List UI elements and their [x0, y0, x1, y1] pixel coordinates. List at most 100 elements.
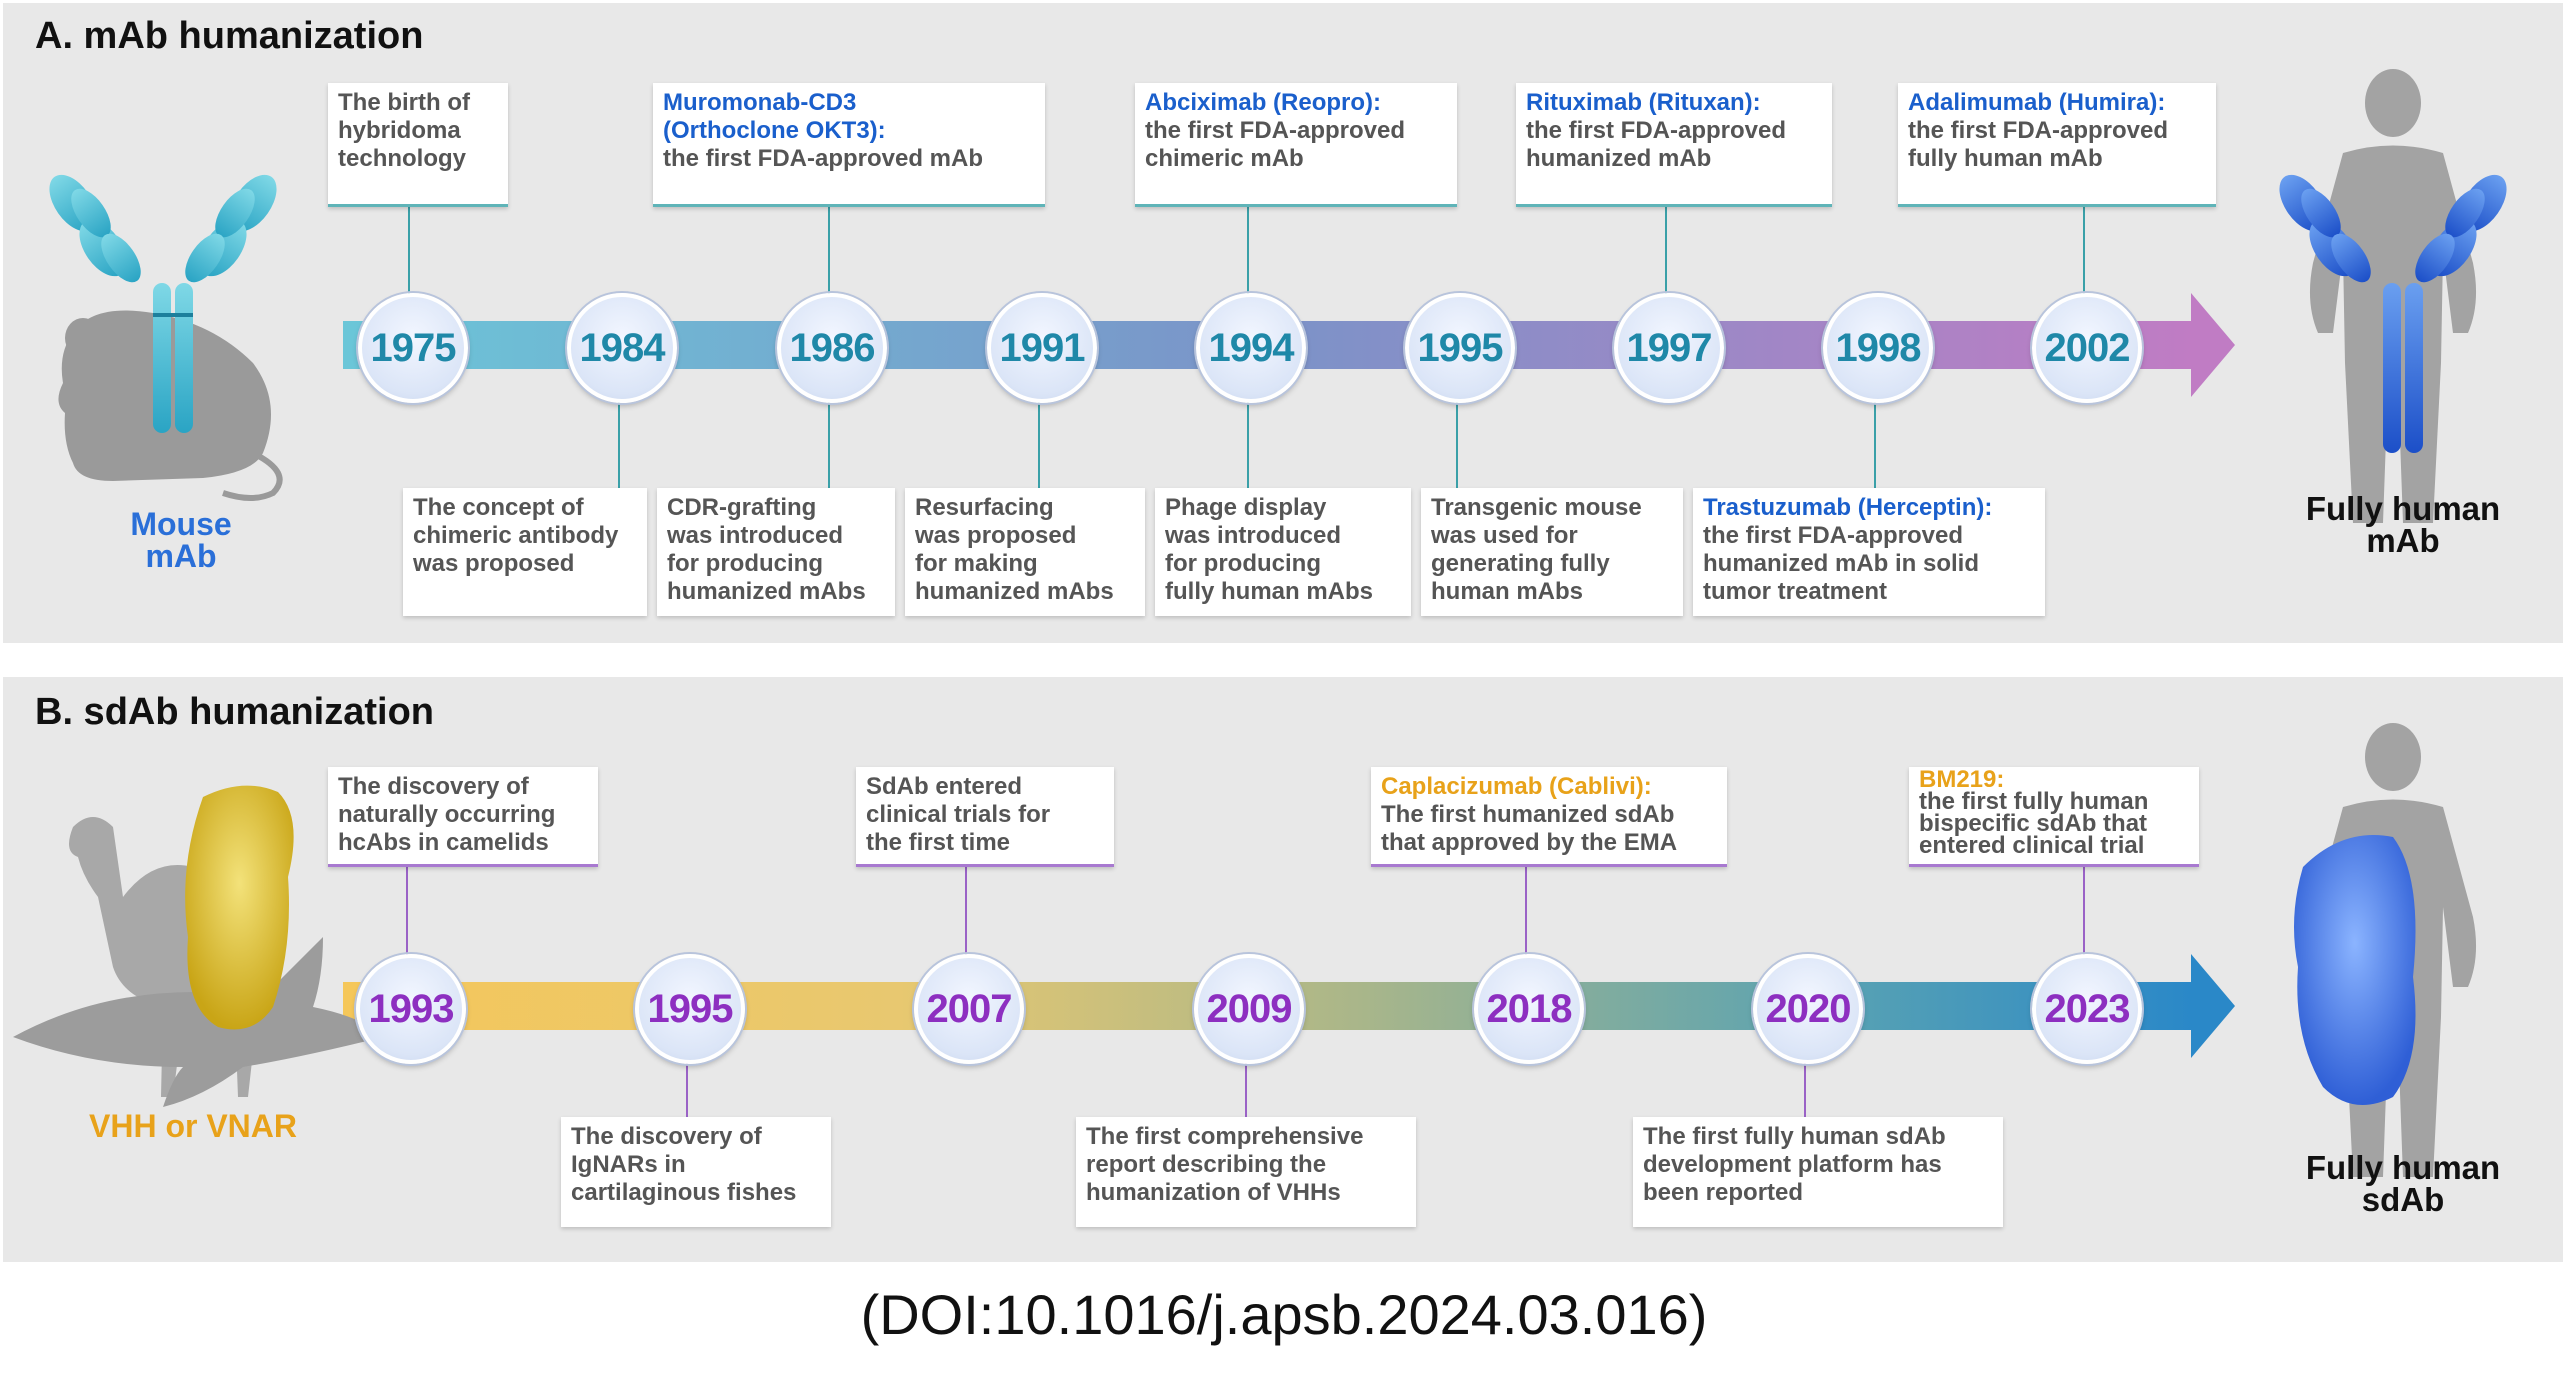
- event-line: clinical trials for: [866, 801, 1051, 828]
- year-node: 1995: [635, 954, 745, 1064]
- year-node: 1998: [1823, 293, 1933, 403]
- event-box: Muromonab-CD3 (Orthoclone OKT3): the fir…: [653, 83, 1045, 207]
- connector: [1665, 206, 1667, 306]
- event-box: Transgenic mouse was used for generating…: [1421, 488, 1683, 616]
- event-box: The discovery of IgNARs in cartilaginous…: [561, 1117, 831, 1227]
- year-node: 1984: [567, 293, 677, 403]
- event-box: Abciximab (Reopro): the first FDA-approv…: [1135, 83, 1457, 207]
- event-line: IgNARs in: [571, 1151, 686, 1178]
- panel-b-title: B. sdAb humanization: [35, 691, 434, 733]
- connector: [1525, 866, 1527, 966]
- event-line: The first comprehensive: [1086, 1123, 1364, 1150]
- year-node: 1975: [358, 293, 468, 403]
- event-line: BM219:: [1919, 766, 2005, 793]
- event-line: The first fully human sdAb: [1643, 1123, 1946, 1150]
- panel-a-right-label: Fully human mAb: [2293, 492, 2513, 559]
- event-box: The first comprehensive report describin…: [1076, 1117, 1416, 1227]
- event-box: The discovery of naturally occurring hcA…: [328, 767, 598, 867]
- event-line: for making: [915, 550, 1038, 577]
- event-line: cartilaginous fishes: [571, 1179, 797, 1206]
- event-line: the first FDA-approved: [1526, 117, 1787, 144]
- panel-a-timeline-arrowhead: [2191, 293, 2235, 397]
- left-label-line: VHH or VNAR: [88, 1108, 297, 1144]
- event-line: Caplacizumab (Cablivi):: [1381, 773, 1652, 800]
- year-node: 1993: [356, 954, 466, 1064]
- event-line: was introduced: [1165, 522, 1342, 549]
- event-box: Caplacizumab (Cablivi): The first humani…: [1371, 767, 1727, 867]
- event-line: generating fully: [1431, 550, 1610, 577]
- connector: [1247, 206, 1249, 306]
- event-line: technology: [338, 145, 467, 172]
- event-box: Resurfacing was proposed for making huma…: [905, 488, 1145, 616]
- event-line: Trastuzumab (Herceptin):: [1703, 494, 1993, 521]
- connector: [1038, 393, 1040, 488]
- event-line: hcAbs in camelids: [338, 829, 549, 856]
- event-box: Rituximab (Rituxan): the first FDA-appro…: [1516, 83, 1832, 207]
- right-label-line: Fully human: [2305, 1149, 2501, 1186]
- event-line: was proposed: [915, 522, 1077, 549]
- event-line: Rituximab (Rituxan):: [1526, 89, 1761, 116]
- antibody-icon: [49, 174, 277, 433]
- panel-sdab-humanization: B. sdAb humanization: [3, 677, 2563, 1262]
- event-line: hybridoma: [338, 117, 461, 144]
- event-line: The discovery of: [571, 1123, 762, 1150]
- year-node: 2002: [2032, 293, 2142, 403]
- year-node: 1994: [1196, 293, 1306, 403]
- event-line: that approved by the EMA: [1381, 829, 1678, 856]
- connector: [408, 206, 410, 306]
- event-line: humanized mAbs: [667, 578, 866, 605]
- event-box: The first fully human sdAb development p…: [1633, 1117, 2003, 1227]
- event-line: the first FDA-approved mAb: [663, 145, 984, 172]
- connector: [2083, 206, 2085, 306]
- event-line: humanized mAb: [1526, 145, 1712, 172]
- right-label-line: sdAb: [2361, 1181, 2445, 1218]
- event-line: the first time: [866, 829, 1011, 856]
- event-box: CDR-grafting was introduced for producin…: [657, 488, 895, 616]
- year-node: 2018: [1474, 954, 1584, 1064]
- event-line: the first FDA-approved: [1703, 522, 1964, 549]
- connector: [406, 866, 408, 966]
- year-node: 1991: [987, 293, 1097, 403]
- event-line: Resurfacing: [915, 494, 1054, 521]
- event-line: The birth of: [338, 89, 470, 116]
- connector: [1456, 393, 1458, 488]
- event-box: Adalimumab (Humira): the first FDA-appro…: [1898, 83, 2216, 207]
- event-line: Abciximab (Reopro):: [1145, 89, 1382, 116]
- year-node: 2007: [914, 954, 1024, 1064]
- event-line: The discovery of: [338, 773, 529, 800]
- connector: [618, 393, 620, 488]
- event-box: SdAb entered clinical trials for the fir…: [856, 767, 1114, 867]
- event-box: The birth of hybridoma technology: [328, 83, 508, 207]
- year-node: 1986: [777, 293, 887, 403]
- doi-caption: (DOI:10.1016/j.apsb.2024.03.016): [860, 1283, 1708, 1346]
- year-node: 2023: [2032, 954, 2142, 1064]
- year-node: 2020: [1753, 954, 1863, 1064]
- connector: [828, 393, 830, 488]
- connector: [2083, 866, 2085, 966]
- connector: [1245, 1052, 1247, 1117]
- panel-b-right-label: Fully human sdAb: [2293, 1149, 2513, 1218]
- event-line: bispecific sdAb that: [1919, 810, 2148, 837]
- event-line: SdAb entered: [866, 773, 1023, 800]
- event-line: The first humanized sdAb: [1381, 801, 1675, 828]
- event-line: Adalimumab (Humira):: [1908, 89, 2166, 116]
- sdab-blob-icon: [2294, 835, 2416, 1105]
- event-line: development platform has: [1643, 1151, 1942, 1178]
- connector: [1874, 393, 1876, 488]
- event-box: Phage display was introduced for produci…: [1155, 488, 1411, 616]
- event-line: tumor treatment: [1703, 578, 1888, 605]
- event-line: report describing the: [1086, 1151, 1327, 1178]
- left-label-line: Mouse: [130, 506, 232, 542]
- connector: [965, 866, 967, 966]
- panel-b-timeline-arrowhead: [2191, 954, 2235, 1058]
- connector: [686, 1052, 688, 1117]
- event-line: the first FDA-approved: [1908, 117, 2169, 144]
- event-line: The concept of: [413, 494, 584, 521]
- event-line: the first fully human: [1919, 788, 2149, 815]
- event-line: the first FDA-approved: [1145, 117, 1406, 144]
- panel-mab-humanization: A. mAb humanization: [3, 3, 2563, 643]
- connector: [828, 206, 830, 306]
- event-box: Trastuzumab (Herceptin): the first FDA-a…: [1693, 488, 2045, 616]
- sdab-blob-icon: [185, 785, 294, 1030]
- right-label-line: mAb: [2366, 522, 2440, 559]
